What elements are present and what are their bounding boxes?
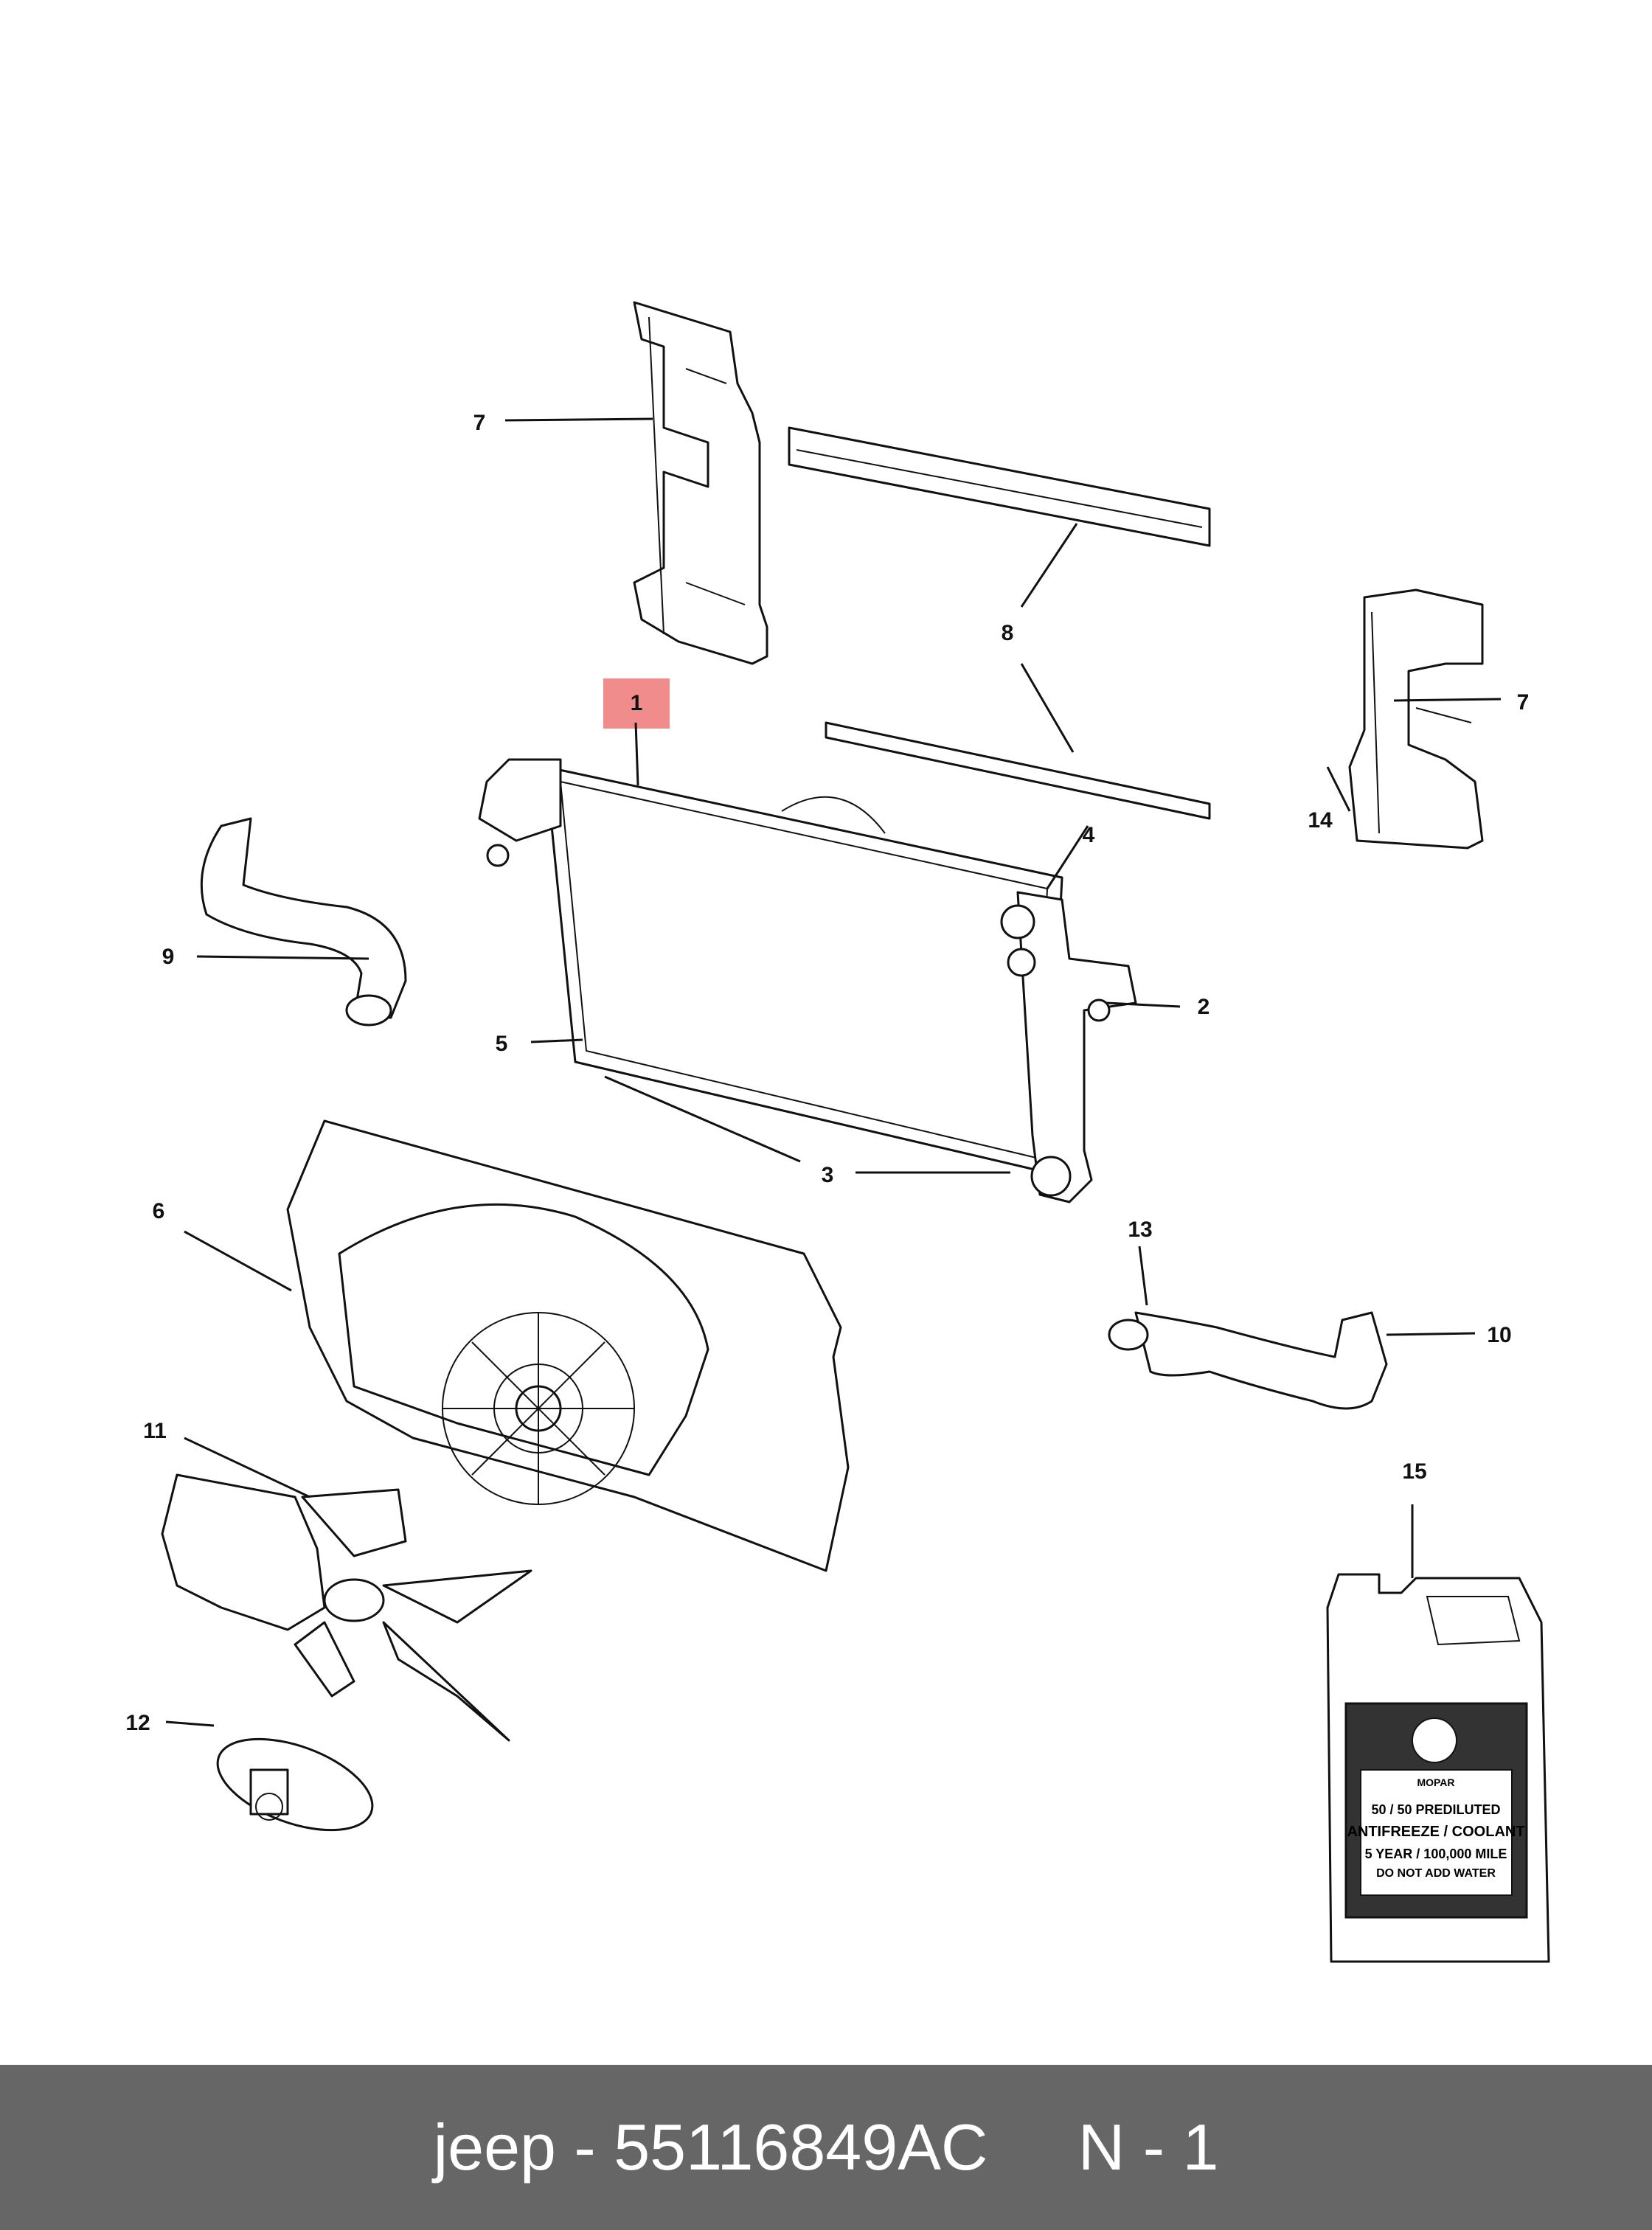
callout-2: 2 (1198, 995, 1210, 1019)
coolant-line-1: 50 / 50 PREDILUTED (1371, 1802, 1500, 1817)
callout-9: 9 (162, 945, 175, 969)
footer-bar: jeep - 55116849AC N - 1 (0, 2065, 1652, 2230)
callout-7-right: 7 (1517, 690, 1530, 715)
footer-part-number: 55116849AC (614, 2111, 988, 2184)
coolant-line-4: DO NOT ADD WATER (1376, 1867, 1496, 1880)
footer-caption: jeep - 55116849AC N - 1 (0, 2065, 1652, 2230)
parts-diagram: MOPAR 50 / 50 PREDILUTED ANTIFREEZE / CO… (125, 301, 1550, 1963)
footer-brand: jeep (433, 2111, 556, 2184)
part-7-air-deflector-left (633, 301, 768, 665)
part-8-lower-seal (825, 721, 1211, 820)
part-10-lower-hose (1108, 1311, 1388, 1410)
coolant-brand: MOPAR (1417, 1776, 1454, 1788)
callout-8: 8 (1002, 621, 1014, 645)
callout-12: 12 (125, 1711, 150, 1735)
part-12-fan-clutch (216, 1737, 374, 1832)
callout-6: 6 (153, 1199, 165, 1223)
callout-11: 11 (143, 1419, 167, 1443)
part-11-fan-blade (161, 1473, 532, 1742)
callout-5: 5 (496, 1032, 508, 1056)
part-8-upper-seal (788, 426, 1211, 547)
callout-15: 15 (1402, 1459, 1426, 1484)
coolant-line-2: ANTIFREEZE / COOLANT (1347, 1824, 1524, 1840)
callout-1: 1 (631, 691, 643, 715)
callout-10: 10 (1487, 1323, 1511, 1347)
callout-3: 3 (822, 1163, 834, 1187)
part-1-radiator (478, 758, 1137, 1203)
callout-7-left: 7 (473, 411, 486, 435)
footer-page: N - 1 (1077, 2111, 1219, 2184)
footer-separator: - (574, 2111, 596, 2184)
part-9-upper-hose (200, 817, 407, 1027)
callout-1-highlight (603, 678, 670, 729)
callout-13: 13 (1128, 1218, 1152, 1242)
coolant-line-3: 5 YEAR / 100,000 MILE (1365, 1847, 1507, 1861)
part-6-fan-shroud (286, 1119, 850, 1572)
callout-14: 14 (1308, 808, 1333, 833)
leader-lines (165, 417, 1502, 1727)
part-7-air-deflector-right (1348, 588, 1484, 850)
callout-4: 4 (1083, 823, 1095, 847)
part-15-coolant-jug: MOPAR 50 / 50 PREDILUTED ANTIFREEZE / CO… (1326, 1573, 1550, 1963)
